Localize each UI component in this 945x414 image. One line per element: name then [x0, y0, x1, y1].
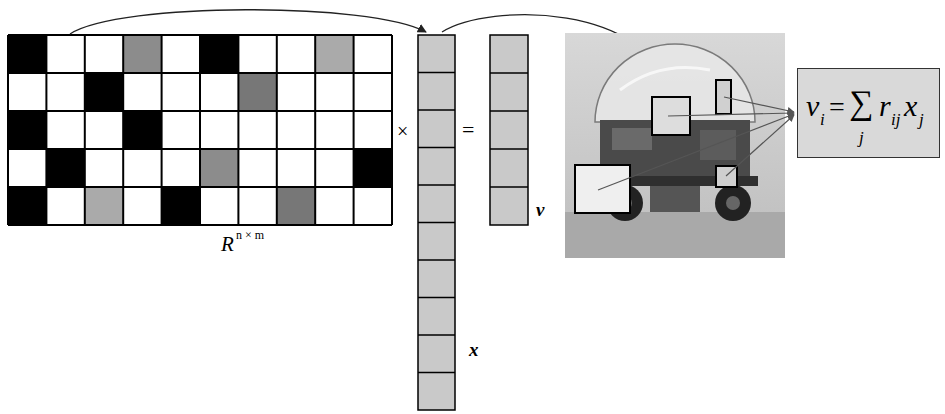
vector-v	[490, 35, 528, 225]
formula-box: vi=∑rijxjj	[797, 68, 940, 158]
operator-symbol: =	[462, 119, 474, 141]
formula-symbol: ∑	[849, 86, 873, 120]
formula-symbol: =	[829, 93, 845, 121]
vector-name: v	[536, 200, 544, 219]
vector-name: x	[469, 340, 479, 359]
formula-subscript: ij	[891, 111, 900, 128]
formula-symbol: r	[879, 91, 891, 121]
vector-x	[418, 35, 455, 410]
formula-subscript: j	[859, 129, 864, 146]
formula-subscript: j	[919, 111, 924, 128]
formula-symbol: v	[806, 91, 819, 121]
sensor-arrow	[598, 97, 794, 190]
matrix-dimension: n × m	[236, 229, 264, 241]
formula-symbol: x	[904, 91, 917, 121]
robot-photo	[565, 33, 785, 258]
operator-symbol: ×	[397, 121, 408, 141]
matrix-grid	[8, 35, 392, 225]
formula-subscript: i	[820, 111, 825, 128]
matrix-name: R	[221, 234, 234, 255]
curved-arrow	[70, 10, 426, 34]
sensor-box	[575, 80, 737, 213]
